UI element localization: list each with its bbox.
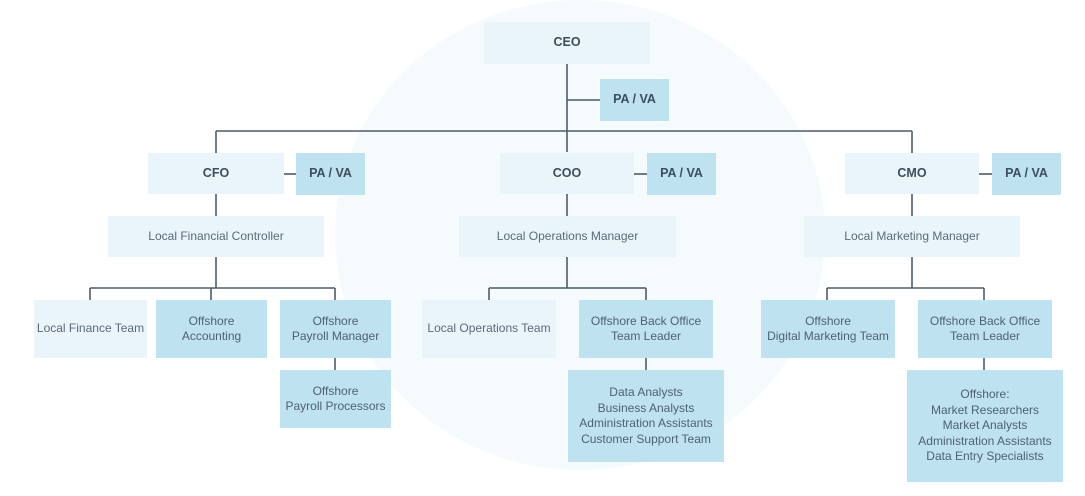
cfo-box: CFO: [148, 153, 284, 194]
coo-pa-box: PA / VA: [647, 153, 716, 195]
offshore-payroll-manager-box: Offshore Payroll Manager: [280, 300, 391, 358]
coo-box: COO: [500, 153, 634, 194]
cmo-box: CMO: [845, 153, 979, 194]
offshore-digital-marketing-box: Offshore Digital Marketing Team: [761, 300, 895, 358]
operations-back-office-team-box: Data Analysts Business Analysts Administ…: [568, 370, 724, 462]
ceo-box: CEO: [484, 22, 650, 64]
local-finance-team-box: Local Finance Team: [34, 300, 147, 358]
offshore-payroll-processors-box: Offshore Payroll Processors: [280, 370, 391, 428]
cmo-pa-box: PA / VA: [992, 153, 1061, 195]
cfo-pa-box: PA / VA: [296, 153, 365, 195]
local-operations-team-box: Local Operations Team: [422, 300, 556, 358]
ceo-pa-box: PA / VA: [600, 79, 669, 121]
operations-manager-box: Local Operations Manager: [459, 216, 676, 257]
marketing-manager-box: Local Marketing Manager: [804, 216, 1020, 257]
marketing-back-office-team-box: Offshore: Market Researchers Market Anal…: [907, 370, 1063, 482]
offshore-accounting-box: Offshore Accounting: [156, 300, 267, 358]
marketing-back-office-leader-box: Offshore Back Office Team Leader: [918, 300, 1052, 358]
financial-controller-box: Local Financial Controller: [108, 216, 324, 257]
operations-back-office-leader-box: Offshore Back Office Team Leader: [579, 300, 713, 358]
